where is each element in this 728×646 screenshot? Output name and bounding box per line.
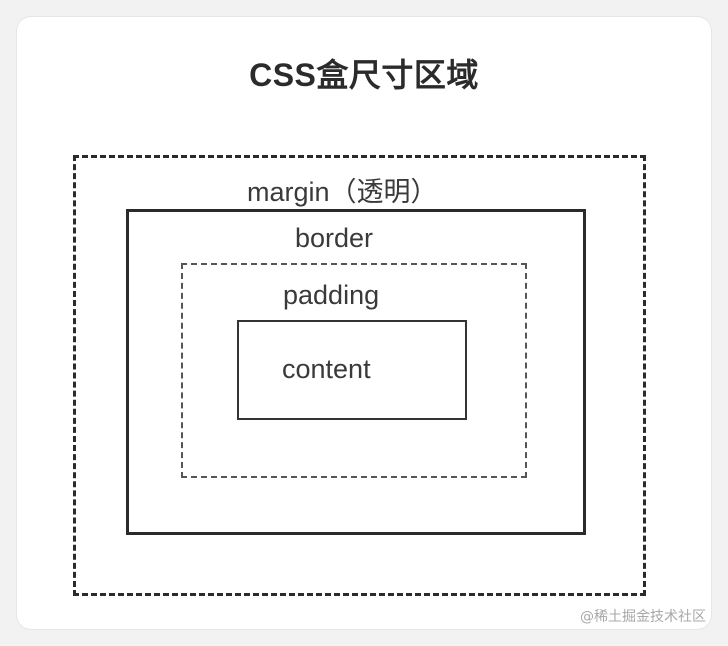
padding-label: padding [283, 280, 380, 310]
margin-area [73, 155, 646, 596]
watermark: @稀土掘金技术社区 [580, 609, 706, 625]
margin-label: margin（透明） [247, 177, 438, 207]
diagram-card [17, 17, 711, 629]
content-label: content [282, 354, 371, 384]
diagram-title: CSS盒尺寸区域 [249, 57, 479, 93]
border-area [126, 209, 586, 535]
padding-area [181, 263, 527, 478]
content-area [237, 320, 467, 420]
border-label: border [295, 223, 374, 253]
